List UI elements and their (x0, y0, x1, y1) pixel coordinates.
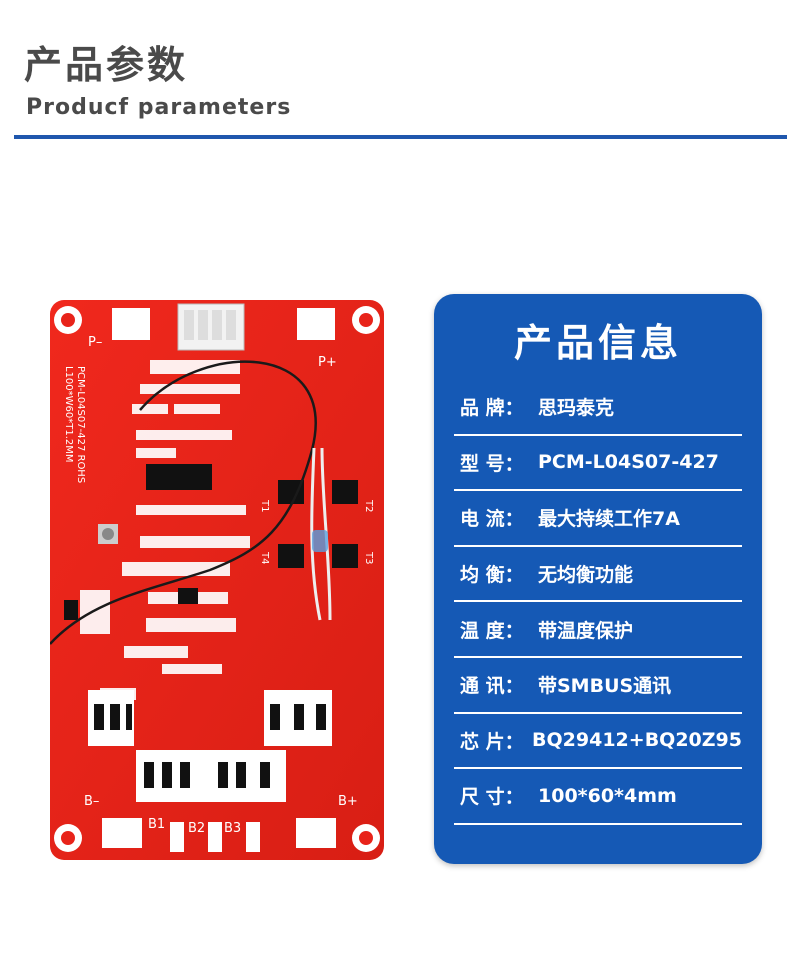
thermistor-wire (50, 360, 317, 645)
info-row-communication: 通 讯： 带SMBUS通讯 (454, 658, 742, 714)
silk-b3: B3 (224, 821, 241, 836)
info-label: 均 衡： (460, 564, 524, 587)
info-row-size: 尺 寸： 100*60*4mm (454, 769, 742, 825)
product-info-card: 产品信息 品 牌： 思玛泰克 型 号： PCM-L04S07-427 电 流： … (434, 294, 762, 864)
info-value: 带温度保护 (538, 619, 634, 642)
info-label: 型 号： (460, 452, 524, 475)
info-row-chip: 芯 片： BQ29412+BQ20Z95 (454, 714, 742, 770)
info-label: 电 流： (460, 508, 524, 531)
ic-chips (64, 464, 358, 620)
info-row-model: 型 号： PCM-L04S07-427 (454, 436, 742, 492)
info-label: 品 牌： (460, 397, 524, 420)
resistor-bank-right (264, 690, 332, 746)
info-value: 思玛泰克 (538, 397, 615, 420)
tact-switch (98, 524, 118, 544)
silk-size: L100*W60*T1.2MM (63, 366, 74, 463)
silk-p-minus: P– (88, 335, 102, 350)
info-label: 温 度： (460, 619, 524, 642)
silk-p-plus: P+ (318, 355, 337, 370)
silk-t3: T3 (363, 551, 374, 564)
title-underline (14, 135, 787, 139)
silk-b-plus: B+ (338, 794, 358, 809)
resistor-bank-left (88, 690, 134, 746)
info-value: 带SMBUS通讯 (538, 675, 672, 698)
info-list: 品 牌： 思玛泰克 型 号： PCM-L04S07-427 电 流： 最大持续工… (454, 380, 742, 825)
silk-model: PCM-L04S07-427 ROHS (75, 366, 86, 483)
silk-t2: T2 (363, 499, 374, 512)
silk-t1: T1 (259, 499, 270, 512)
info-value: PCM-L04S07-427 (538, 451, 719, 474)
info-row-temperature: 温 度： 带温度保护 (454, 602, 742, 658)
silk-b-minus: B– (84, 794, 99, 809)
info-row-balance: 均 衡： 无均衡功能 (454, 547, 742, 603)
silk-t4: T4 (259, 551, 270, 564)
info-value: 100*60*4mm (538, 784, 677, 807)
info-label: 芯 片： (460, 730, 524, 753)
resistor-bank-bottom (136, 750, 286, 802)
section-subtitle: Producf parameters (26, 95, 292, 120)
silk-b2: B2 (188, 821, 205, 836)
section-title: 产品参数 (24, 43, 189, 87)
info-row-brand: 品 牌： 思玛泰克 (454, 380, 742, 436)
silk-b1: B1 (148, 817, 165, 832)
info-label: 尺 寸： (460, 786, 524, 809)
card-title: 产品信息 (513, 321, 682, 365)
connector (177, 303, 245, 351)
info-value: 无均衡功能 (538, 564, 634, 587)
info-row-current: 电 流： 最大持续工作7A (454, 491, 742, 547)
resistor-marking: 101 (142, 791, 157, 800)
info-value: BQ29412+BQ20Z95 (532, 729, 742, 752)
info-label: 通 讯： (460, 675, 524, 698)
solder-pads (102, 308, 336, 852)
info-value: 最大持续工作7A (538, 508, 680, 531)
pcb-board-image: P– P+ B– B+ B1 B2 B3 PCM-L04S07-427 ROHS… (50, 300, 384, 860)
